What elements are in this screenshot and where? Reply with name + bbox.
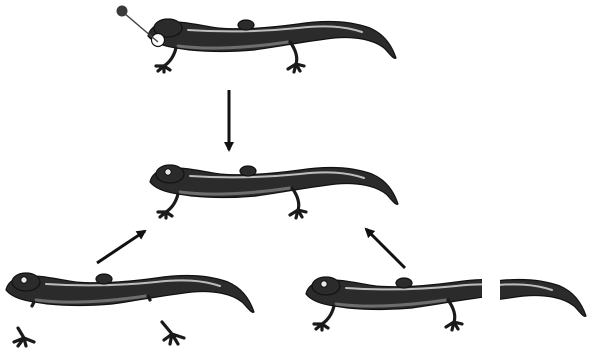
extracted-eye-icon [117,6,159,43]
salamander-tail-severed-icon [306,277,586,330]
salamander-limbs-severed-icon [6,273,254,312]
salamander-intact-icon [150,165,398,218]
salamander-eye-removed-icon [148,19,396,72]
severed-hind-limb-icon [162,322,184,344]
arrow-up-right-icon [97,231,145,263]
severed-front-limb-icon [14,328,34,346]
arrow-up-left-icon [366,229,405,268]
